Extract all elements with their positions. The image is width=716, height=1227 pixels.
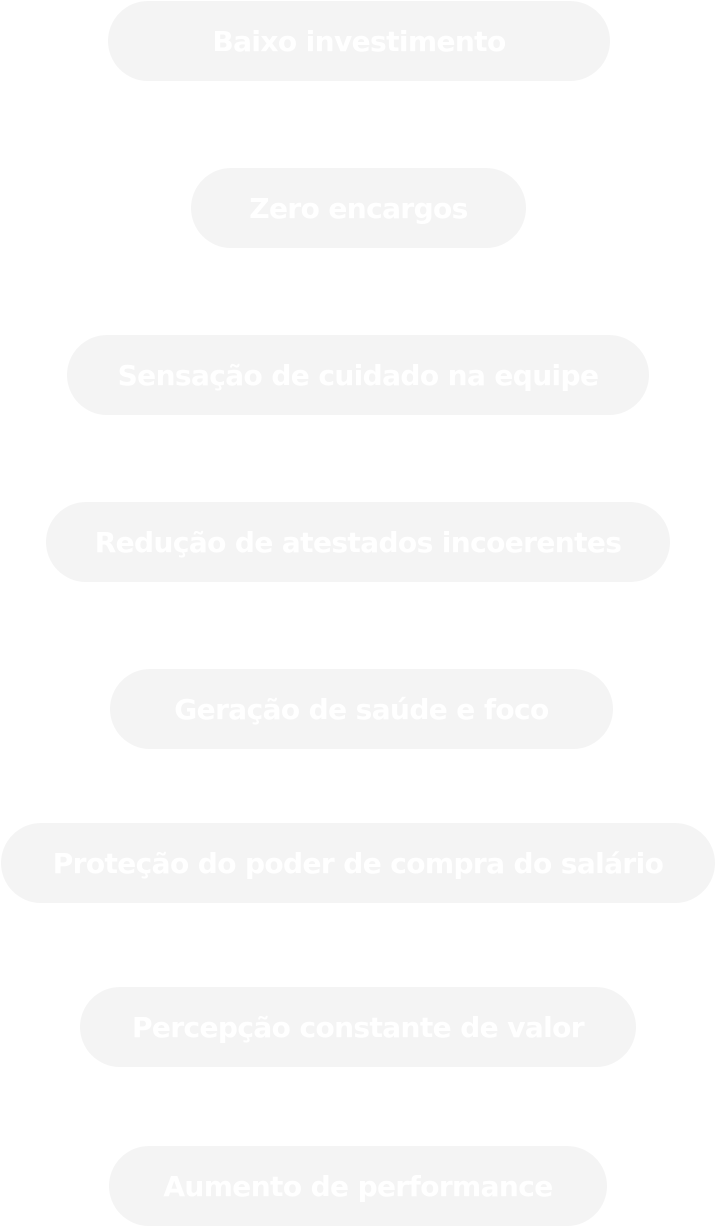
benefit-pill-sensacao-cuidado: Sensação de cuidado na equipe bbox=[67, 335, 649, 415]
benefit-pill-protecao-poder-compra: Proteção do poder de compra do salário bbox=[1, 823, 715, 903]
benefit-label: Percepção constante de valor bbox=[132, 1010, 585, 1044]
benefit-label: Sensação de cuidado na equipe bbox=[117, 358, 599, 392]
benefit-label: Redução de atestados incoerentes bbox=[94, 525, 622, 559]
benefit-pill-zero-encargos: Zero encargos bbox=[191, 168, 526, 248]
benefit-pill-aumento-performance: Aumento de performance bbox=[109, 1146, 607, 1226]
benefit-label: Aumento de performance bbox=[163, 1169, 553, 1203]
benefit-pill-reducao-atestados: Redução de atestados incoerentes bbox=[46, 502, 670, 582]
benefit-pill-geracao-saude: Geração de saúde e foco bbox=[110, 669, 613, 749]
benefit-label: Geração de saúde e foco bbox=[174, 692, 549, 726]
benefit-label: Baixo investimento bbox=[212, 24, 506, 58]
benefit-pill-baixo-investimento: Baixo investimento bbox=[108, 1, 610, 81]
benefit-label: Zero encargos bbox=[249, 191, 468, 225]
benefit-label: Proteção do poder de compra do salário bbox=[52, 846, 664, 880]
benefit-pill-percepcao-valor: Percepção constante de valor bbox=[80, 987, 636, 1067]
